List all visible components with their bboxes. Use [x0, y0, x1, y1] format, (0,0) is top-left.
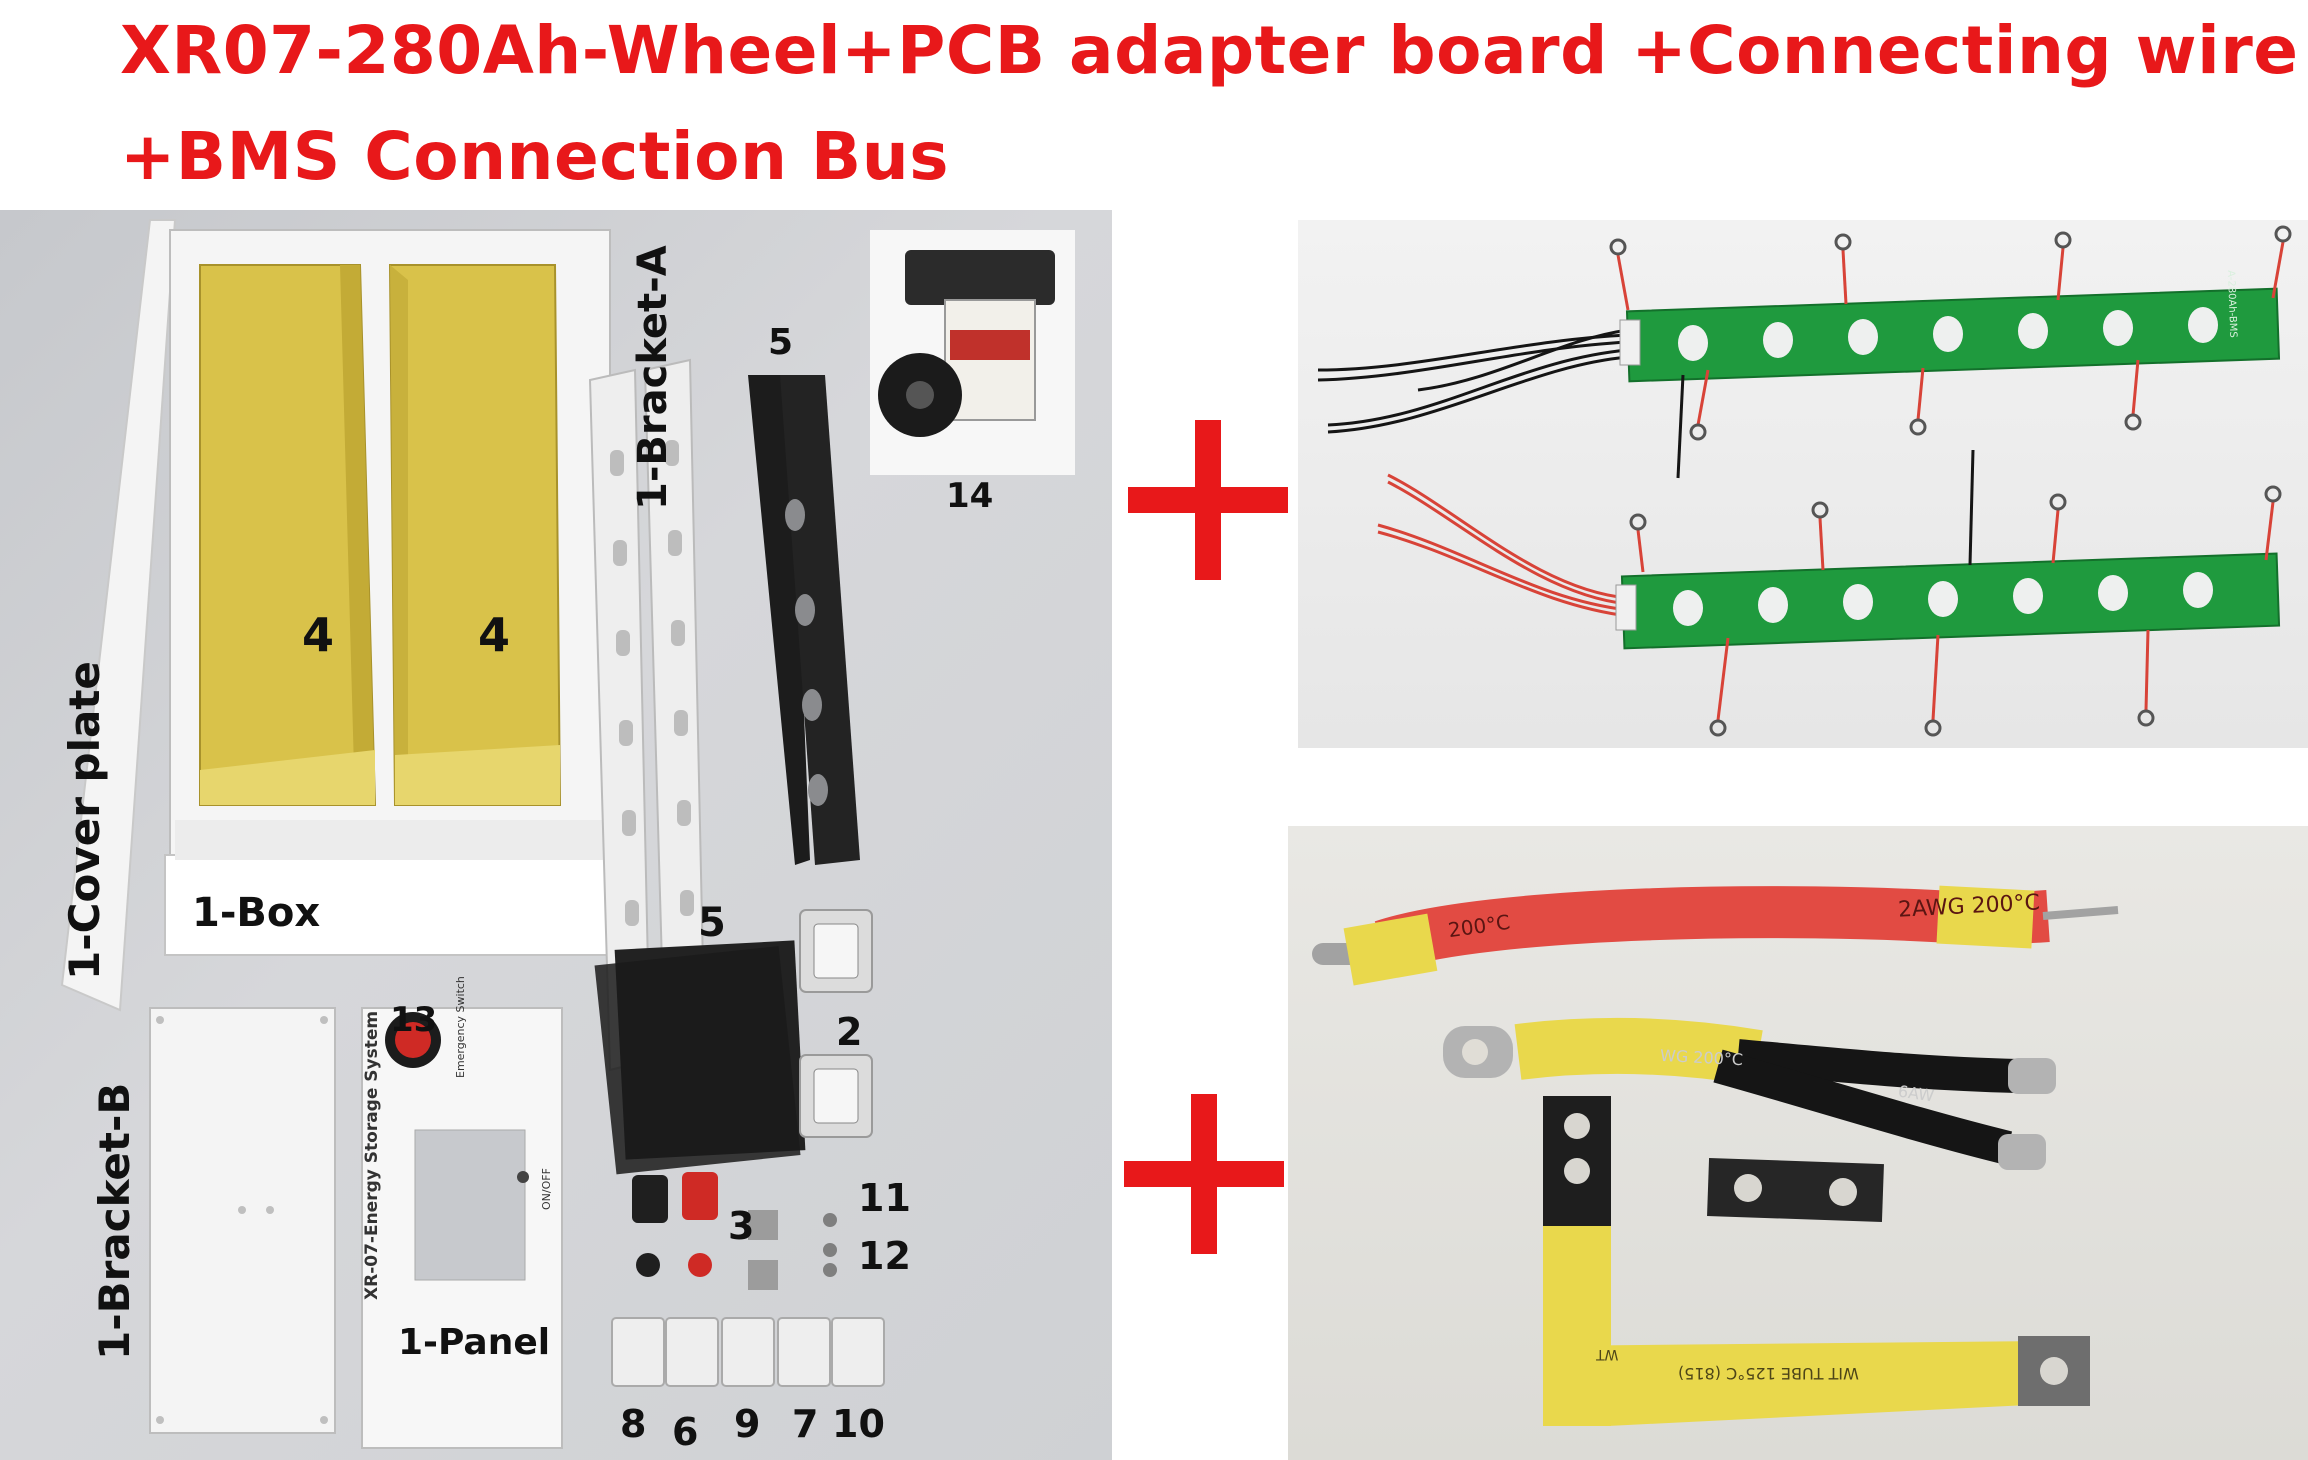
cables-illustration — [1312, 885, 2119, 1426]
plus-sign-bottom — [1124, 1094, 1284, 1254]
label-part-14: 14 — [946, 476, 994, 516]
black-wire-harness — [1317, 328, 1629, 434]
label-bracket-b: 1-Bracket-B — [90, 1082, 139, 1360]
panel-system-print: XR-07-Energy Storage System — [362, 1010, 382, 1300]
label-bracket-a: 1-Bracket-A — [630, 245, 676, 510]
black-foam-strips — [748, 375, 860, 865]
label-part-2: 2 — [836, 1010, 863, 1054]
label-panel: 1-Panel — [398, 1322, 551, 1363]
panel-switch-print: Emergency Switch — [454, 976, 467, 1078]
label-part-7: 7 — [792, 1402, 819, 1446]
label-part-6: 6 — [672, 1410, 699, 1454]
cover-plate — [60, 219, 177, 1012]
kit-components-photo: 1-Cover plate 1-Box 1-Bracket-A 1-Bracke… — [0, 210, 1112, 1460]
kit-illustration — [60, 219, 1075, 1449]
pcb-illustration — [1317, 225, 2292, 737]
label-part-10: 10 — [832, 1402, 885, 1446]
bracket-b-plate — [149, 1007, 336, 1434]
page-title-line2: +BMS Connection Bus — [120, 118, 949, 195]
panel-display-cutout — [414, 1129, 526, 1281]
pcb-board-code-print: A-280Ah-BMS — [2225, 270, 2239, 338]
ring-terminals — [1609, 225, 2292, 737]
panel-onoff-print: ON/OFF — [540, 1168, 553, 1210]
insulation-right — [388, 264, 562, 806]
pcb-holes — [1673, 307, 2218, 626]
label-part-5-sheets: 5 — [698, 900, 726, 946]
black-cables — [1443, 1017, 2056, 1170]
busbar-flat — [1707, 1157, 1884, 1223]
screw-bags — [611, 1317, 885, 1387]
label-part-3: 3 — [728, 1204, 755, 1248]
plus-sign-top — [1128, 420, 1288, 580]
label-part-5-strips: 5 — [768, 322, 794, 363]
label-part-8: 8 — [620, 1402, 647, 1446]
busbar-print: WIT TUBE 125°C (815) — [1678, 1364, 1859, 1383]
busbar-l-shaped — [1543, 1096, 2090, 1426]
wheel-caster-photo — [870, 230, 1075, 475]
label-part-12: 12 — [858, 1234, 911, 1278]
label-part-13: 13 — [390, 1000, 438, 1040]
pcb-adapter-board-photo: A-280Ah-BMS — [1298, 220, 2308, 748]
red-cable — [1312, 885, 2119, 986]
page-title-line1: XR07-280Ah-Wheel+PCB adapter board +Conn… — [120, 12, 2299, 89]
label-part-11: 11 — [858, 1176, 911, 1220]
label-part-4-right: 4 — [478, 608, 511, 662]
label-box: 1-Box — [192, 890, 321, 936]
label-part-4-left: 4 — [302, 608, 335, 662]
red-wire-harness — [1377, 473, 1629, 618]
sense-leads — [1616, 241, 2285, 721]
bms-connection-bus-photo: 2AWG 200°C 200°C 6AW WG 200°C WIT TUBE 1… — [1288, 826, 2308, 1460]
bracket-a-rails — [588, 358, 707, 1072]
label-cover-plate: 1-Cover plate — [60, 661, 109, 980]
terminals — [632, 1172, 837, 1290]
busbar-end-print: WT — [1596, 1346, 1619, 1362]
handles — [799, 909, 873, 1138]
label-part-9: 9 — [734, 1402, 761, 1446]
